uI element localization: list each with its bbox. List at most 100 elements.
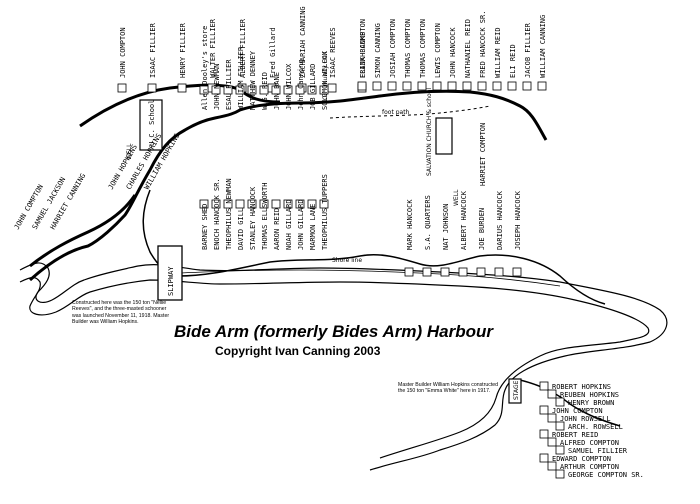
house-label: JOB GILLARD: [309, 64, 317, 110]
house-label: ARCH. ROWSELL: [568, 423, 623, 431]
house-box: [387, 81, 397, 91]
house-label: DAVID GILL: [237, 208, 245, 250]
house-label: FRED HANCOCK SR.: [479, 11, 487, 78]
house-label: ELIJAH COMPTON: [359, 19, 367, 78]
house-label: ALFRED COMPTON: [560, 439, 619, 447]
house-box: [547, 413, 557, 423]
house-box: [547, 389, 557, 399]
house-label: ENOCH HANCOCK SR.: [213, 178, 221, 250]
house-box: [404, 267, 414, 277]
house-label: NATHANIEL REID: [464, 19, 472, 78]
house-box: [319, 199, 329, 209]
upper-road: [79, 83, 281, 128]
house-label: ISAAC FILLIER: [149, 22, 157, 78]
house-label: ESAU FILLIER: [225, 59, 233, 110]
house-box: [235, 199, 245, 209]
house-label: THOMAS COMPTON: [419, 19, 427, 78]
slipway-label: SLIPWAY: [167, 266, 175, 296]
house-label: NAT JOHNSON: [442, 204, 450, 250]
house-box: [492, 81, 502, 91]
house-label: JOSIAH COMPTON: [389, 19, 397, 78]
house-label: BARNEY SHED: [201, 204, 209, 250]
house-label: JOHN COMPTON: [119, 27, 127, 78]
house-label: GEORGE COMPTON SR.: [568, 471, 644, 479]
house-box: [247, 85, 257, 95]
lower-note: Master Builder William Hopkins construct…: [398, 382, 499, 395]
well-left-label: WELL: [126, 143, 133, 160]
house-box: [319, 85, 329, 95]
house-box: [372, 81, 382, 91]
house-box: [259, 199, 269, 209]
house-label: JOHN COMPTON: [552, 407, 603, 415]
house-label: JOHN BANE: [273, 72, 281, 110]
house-box: [539, 405, 549, 415]
shore-line-inner: [159, 269, 561, 287]
house-box: [235, 85, 245, 95]
shore-line-lower: [19, 276, 650, 459]
house-box: [555, 469, 565, 479]
house-label: WILLIAM REID: [494, 27, 502, 78]
house-label: LEWIS COMPTON: [434, 23, 442, 78]
house-box: [555, 445, 565, 455]
school-box: [139, 99, 163, 151]
house-box: [512, 267, 522, 277]
house-box: [271, 199, 281, 209]
house-label: ISAAC REEVES: [329, 27, 337, 78]
house-label: John Canning: [297, 59, 305, 110]
house-label: HENRY BROWN: [568, 399, 614, 407]
house-box: [462, 81, 472, 91]
house-label: ROBERT HOPKINS: [552, 383, 611, 391]
house-label: ELI REID: [509, 44, 517, 78]
house-label: AARON REID: [273, 208, 281, 250]
house-label: STANLEY HANCOCK: [249, 186, 257, 250]
house-box: [422, 267, 432, 277]
house-label: MATTHEW DENNEY: [249, 50, 257, 110]
slipway-note: Constructed here was the 150 ton "Nellie…: [72, 300, 170, 326]
house-box: [539, 429, 549, 439]
house-label: JOSEPH HANCOCK: [514, 190, 522, 250]
house-label: MARK HANCOCK: [406, 199, 414, 250]
stage-label: STAGE: [513, 380, 520, 400]
house-label: JOHN NEWMAN: [213, 64, 221, 110]
house-box: [147, 83, 157, 93]
house-label: Allen Dooley's store: [201, 26, 209, 110]
house-box: [539, 453, 549, 463]
house-label: DARIUS HANCOCK: [496, 190, 504, 250]
house-box: [555, 421, 565, 431]
school-label: U.C. School: [148, 100, 156, 146]
house-label: ZACHARIAH CANNING: [299, 6, 307, 78]
house-label: JACOB FILLIER: [524, 22, 532, 78]
house-label: JOHN ROWSELL: [560, 415, 611, 423]
house-label: W.G. REID: [261, 72, 269, 110]
house-box: [547, 461, 557, 471]
house-box: [295, 85, 305, 95]
house-box: [199, 85, 209, 95]
house-box: [117, 83, 127, 93]
house-box: [477, 81, 487, 91]
slipway-box: [157, 245, 183, 301]
house-box: [247, 199, 257, 209]
house-label: WILLIAM FILLIER: [237, 46, 245, 110]
house-box: [283, 85, 293, 95]
house-box: [476, 267, 486, 277]
house-label: WILLIAM CANNING: [539, 15, 547, 78]
foot-path: [329, 105, 491, 119]
shore-line-label: Shore line: [332, 257, 362, 264]
house-box: [327, 83, 337, 93]
community-hall-label: Community Hall: [322, 52, 329, 100]
main-road: [28, 89, 548, 282]
house-box: [295, 199, 305, 209]
house-box: [507, 81, 517, 91]
house-label: REUBEN HOPKINS: [560, 391, 619, 399]
house-box: [177, 83, 187, 93]
house-box: [223, 85, 233, 95]
house-label: ARTHUR COMPTON: [560, 463, 619, 471]
foot-path-label: foot path: [382, 109, 410, 116]
house-label: MARMON LANE: [309, 204, 317, 250]
house-box: [307, 85, 317, 95]
salvation-church-box: [435, 117, 453, 155]
house-label: HARRIET COMPTON: [479, 123, 487, 186]
house-box: [447, 81, 457, 91]
house-box: [223, 199, 233, 209]
